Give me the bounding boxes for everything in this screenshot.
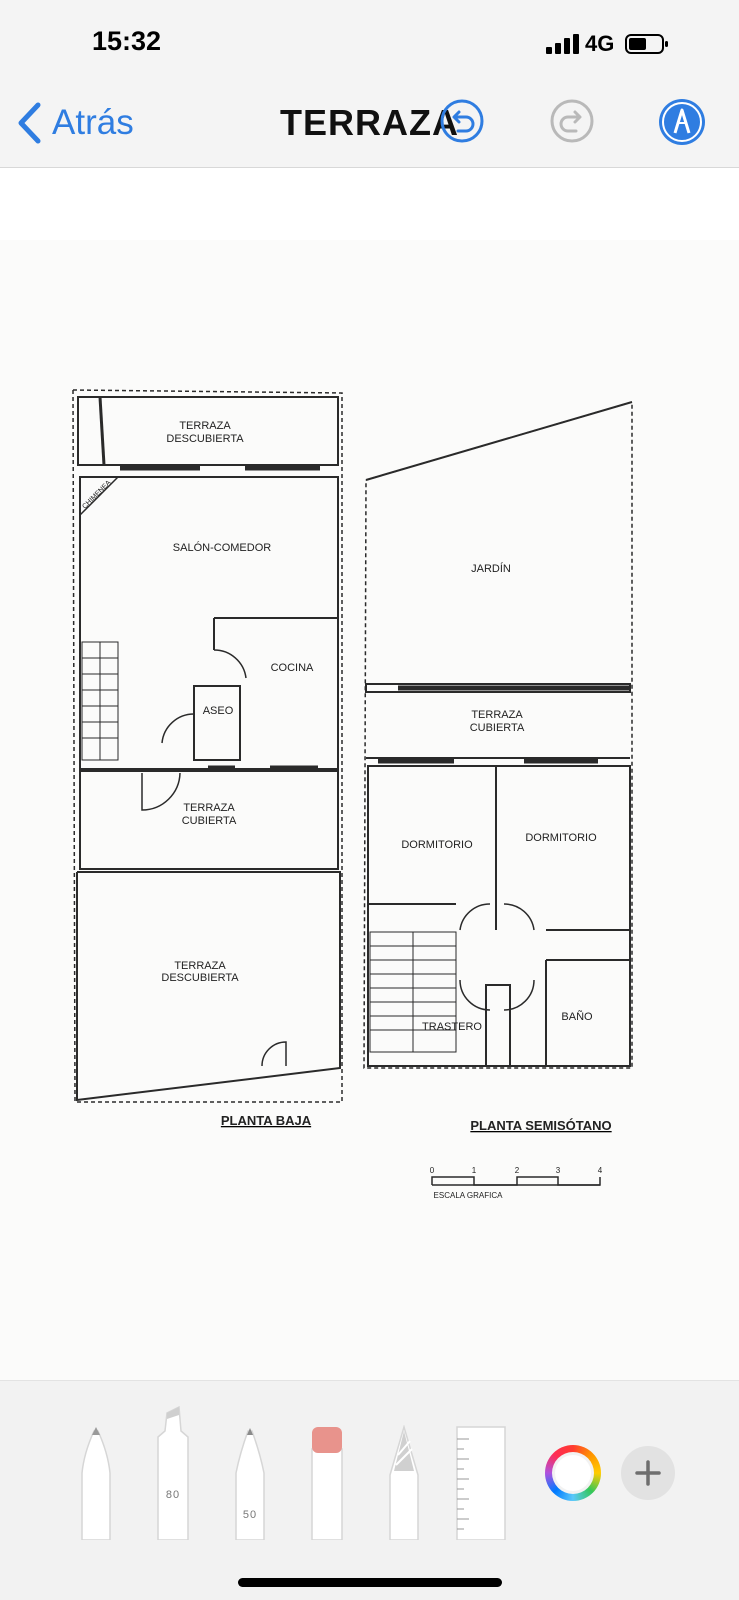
caption-planta-baja: PLANTA BAJA	[221, 1113, 312, 1128]
label-terraza-cubierta-semi-1: TERRAZA	[471, 709, 523, 721]
pencil-icon	[235, 1428, 265, 1541]
label-terraza-descubierta-bottom-1: TERRAZA	[174, 960, 226, 972]
scale-tick-0: 0	[430, 1166, 435, 1175]
caption-planta-semisotano: PLANTA SEMISÓTANO	[470, 1118, 611, 1133]
pen-tool[interactable]	[78, 1425, 114, 1541]
home-bar-area	[0, 1540, 739, 1600]
undo-icon[interactable]	[439, 98, 485, 144]
eraser-icon	[311, 1427, 343, 1541]
floor-plan-drawing: TERRAZA DESCUBIERTA CHIMENEA SALÓN-COMED…	[72, 389, 633, 1200]
markup-toolbar	[0, 1380, 739, 1541]
scale-label: ESCALA GRAFICA	[434, 1191, 504, 1200]
label-dormitorio-2: DORMITORIO	[525, 832, 597, 844]
color-picker[interactable]	[545, 1445, 601, 1501]
pencil-tool[interactable]: 50	[232, 1425, 268, 1541]
floor-plan-sheet[interactable]: TERRAZA DESCUBIERTA CHIMENEA SALÓN-COMED…	[0, 240, 739, 1380]
scale-tick-3: 3	[556, 1166, 561, 1175]
back-button[interactable]: Atrás	[16, 98, 134, 148]
ruler-tool[interactable]	[455, 1425, 507, 1541]
lasso-tool[interactable]	[386, 1424, 422, 1541]
back-label: Atrás	[52, 103, 134, 142]
label-terraza-descubierta-top-1: TERRAZA	[179, 420, 231, 432]
scale-tick-2: 2	[515, 1166, 520, 1175]
marker-icon	[157, 1405, 189, 1541]
eraser-tool[interactable]	[309, 1425, 345, 1541]
scale-tick-4: 4	[598, 1166, 603, 1175]
marker-tool[interactable]: 80	[155, 1405, 191, 1541]
scale-tick-1: 1	[472, 1166, 477, 1175]
label-bano: BAÑO	[561, 1010, 593, 1023]
label-terraza-cubierta-2: CUBIERTA	[182, 815, 237, 827]
cellular-signal-icon	[546, 34, 579, 54]
label-chimenea: CHIMENEA	[81, 479, 112, 510]
add-button[interactable]	[621, 1446, 675, 1500]
status-time: 15:32	[92, 26, 162, 56]
ruler-icon	[456, 1426, 506, 1541]
marker-width-label: 80	[165, 1489, 181, 1501]
pencil-width-label: 50	[242, 1509, 258, 1521]
label-terraza-cubierta-semi-2: CUBIERTA	[470, 722, 525, 734]
label-terraza-descubierta-top-2: DESCUBIERTA	[166, 433, 244, 445]
home-indicator[interactable]	[238, 1578, 502, 1587]
pen-icon	[81, 1427, 111, 1541]
lasso-icon	[389, 1424, 419, 1541]
navigation-bar: Atrás TERRAZA	[0, 88, 739, 168]
battery-icon	[625, 34, 668, 54]
label-trastero: TRASTERO	[422, 1021, 482, 1033]
redo-icon[interactable]	[549, 98, 595, 144]
label-terraza-descubierta-bottom-2: DESCUBIERTA	[161, 972, 239, 984]
plus-icon	[635, 1460, 661, 1486]
current-color-swatch	[555, 1455, 591, 1491]
label-salon-comedor: SALÓN-COMEDOR	[173, 541, 271, 554]
label-jardin: JARDÍN	[471, 562, 511, 575]
status-bar: 15:32 4G	[0, 0, 739, 88]
color-picker-ring-gap	[552, 1452, 594, 1494]
label-cocina: COCINA	[271, 662, 314, 674]
chevron-left-icon	[18, 102, 41, 144]
network-type: 4G	[585, 31, 615, 56]
label-terraza-cubierta-1: TERRAZA	[183, 802, 235, 814]
label-dormitorio-1: DORMITORIO	[401, 839, 473, 851]
markup-pen-icon[interactable]	[658, 98, 706, 146]
label-aseo: ASEO	[203, 705, 234, 717]
